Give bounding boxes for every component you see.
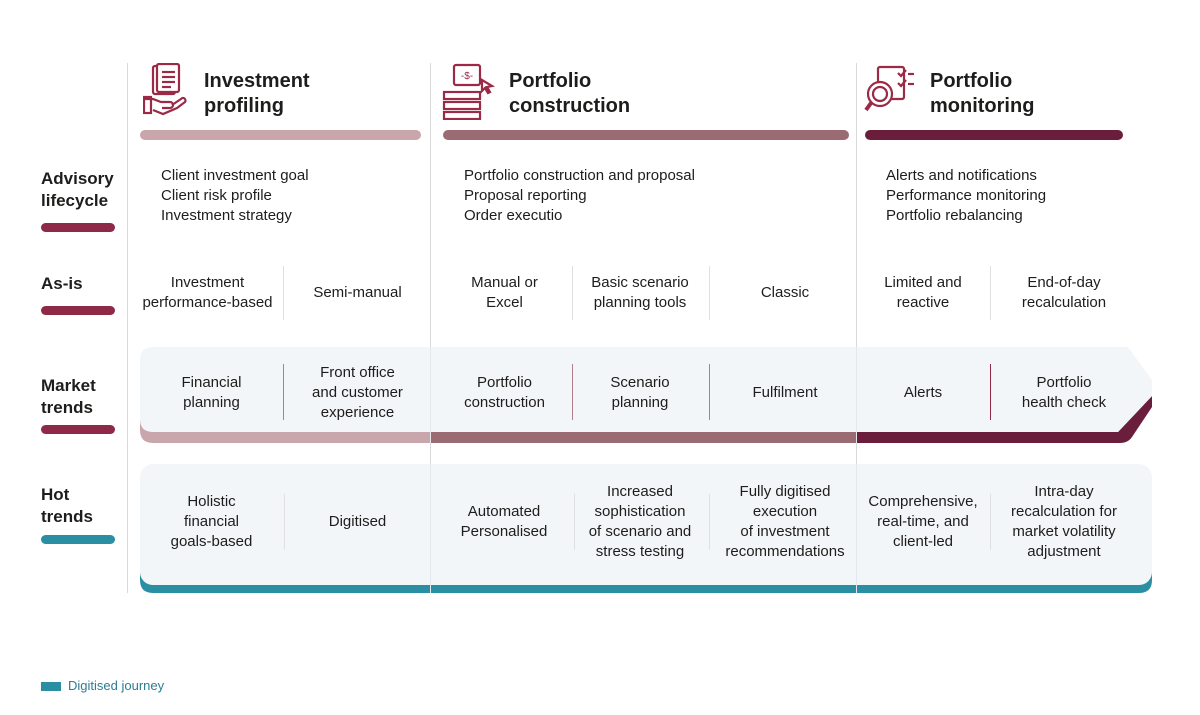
market-cell: Scenario planning [610,374,670,411]
list-item: Proposal reporting [464,187,587,204]
hot-cell: Comprehensive, real-time, and client-led [868,493,978,550]
advisory-list-profiling: Client investment goal Client risk profi… [161,166,309,226]
hot-cell: Digitised [328,513,387,530]
column-separator [856,464,857,593]
screen-cursor-stack-icon: -$- [442,62,496,120]
asis-cell: End-of-day recalculation [1021,274,1107,311]
list-item: Portfolio rebalancing [886,207,1023,224]
magnifier-checklist-icon [864,64,916,118]
market-cell: Financial planning [181,374,242,411]
stage-bar-portfolio-monitoring [865,130,1123,140]
stage-bar-portfolio-construction [443,130,849,140]
market-cell: Portfolio health check [1021,374,1107,411]
list-item: Performance monitoring [886,187,1047,204]
hot-cell: Automated Personalised [460,503,548,540]
column-separator [856,347,857,443]
asis-cell: Basic scenario planning tools [591,274,689,311]
cell-divider [572,266,573,320]
cell-divider [574,494,575,550]
column-separator [127,63,128,593]
row-chip-as-is [41,306,115,315]
cell-divider [709,494,710,550]
list-item: Alerts and notifications [886,167,1037,184]
asis-cell: Investment performance-based [142,274,273,311]
column-separator [430,347,431,443]
advisory-list-monitoring: Alerts and notifications Performance mon… [886,166,1046,226]
stage-bar-investment-profiling [140,130,421,140]
market-cell: Portfolio construction [464,374,545,411]
asis-cell: Classic [760,284,810,301]
asis-cell: Semi-manual [313,284,402,301]
hot-cell: Intra-day recalculation for market volat… [1011,483,1117,560]
market-cell: Alerts [903,384,943,401]
cell-divider [283,364,284,420]
svg-text:-$-: -$- [461,71,473,82]
market-cell: Front office and customer experience [312,364,403,421]
column-separator [430,464,431,593]
cell-divider [283,266,284,320]
column-separator [430,63,431,593]
cell-divider [990,494,991,550]
cell-divider [572,364,573,420]
row-chip-advisory [41,223,115,232]
list-item: Client risk profile [161,187,272,204]
asis-cell: Limited and reactive [884,274,962,311]
hot-cell: Increased sophistication of scenario and… [588,483,692,560]
column-separator [856,63,857,593]
hot-cell: Fully digitised execution of investment … [725,483,845,560]
list-item: Portfolio construction and proposal [464,167,695,184]
asis-cell: Manual or Excel [471,274,538,311]
cell-divider [709,364,710,420]
legend-label: Digitised journey [68,678,165,693]
advisory-list-construction: Portfolio construction and proposal Prop… [464,166,695,226]
list-item: Client investment goal [161,167,309,184]
cell-divider [990,364,991,420]
list-item: Order executio [464,207,563,224]
market-cell: Fulfilment [752,384,818,401]
cell-divider [709,266,710,320]
list-item: Investment strategy [161,207,292,224]
profile-document-hand-icon [143,63,189,117]
cell-divider [284,494,285,550]
legend-swatch-digitised-journey [41,682,61,691]
hot-cell: Holistic financial goals-based [170,493,253,550]
row-chip-market [41,425,115,434]
cell-divider [990,266,991,320]
row-chip-hot [41,535,115,544]
row-label-as-is: As-is [41,274,83,293]
